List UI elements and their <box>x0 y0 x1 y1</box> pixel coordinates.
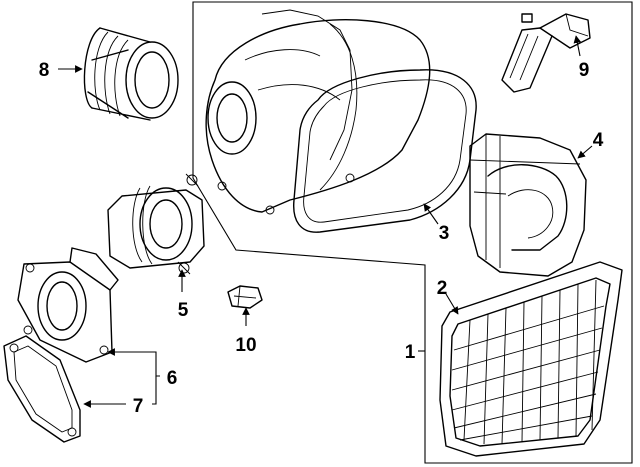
part-5-coupler <box>107 173 205 275</box>
callout-3: 3 <box>439 223 450 244</box>
part-4-duct <box>469 133 587 277</box>
callout-10: 10 <box>235 335 256 356</box>
callout-6: 6 <box>167 368 178 389</box>
callout-7: 7 <box>133 396 144 417</box>
callout-8: 8 <box>39 60 50 81</box>
part-3-seal <box>293 69 477 233</box>
leader-6-7-join <box>152 376 157 405</box>
part-7-gasket <box>3 335 81 443</box>
leader-4 <box>577 145 593 159</box>
leader-6 <box>107 348 160 377</box>
leader-3 <box>423 203 439 225</box>
part-6-adapter <box>17 247 119 363</box>
part-2-lower-housing <box>439 261 623 457</box>
callout-4: 4 <box>593 130 604 151</box>
assembly-frame <box>192 1 633 464</box>
callout-9: 9 <box>579 60 590 81</box>
leader-9 <box>573 35 582 57</box>
callout-2: 2 <box>437 278 448 299</box>
part-8-intake-hose <box>83 27 179 121</box>
part-3-upper-housing <box>205 9 431 215</box>
part-10-clip <box>227 285 263 309</box>
leader-2 <box>445 293 459 315</box>
part-9-sensor <box>501 13 591 93</box>
callout-5: 5 <box>178 300 189 321</box>
leaders <box>58 35 593 408</box>
callout-1: 1 <box>405 342 416 363</box>
